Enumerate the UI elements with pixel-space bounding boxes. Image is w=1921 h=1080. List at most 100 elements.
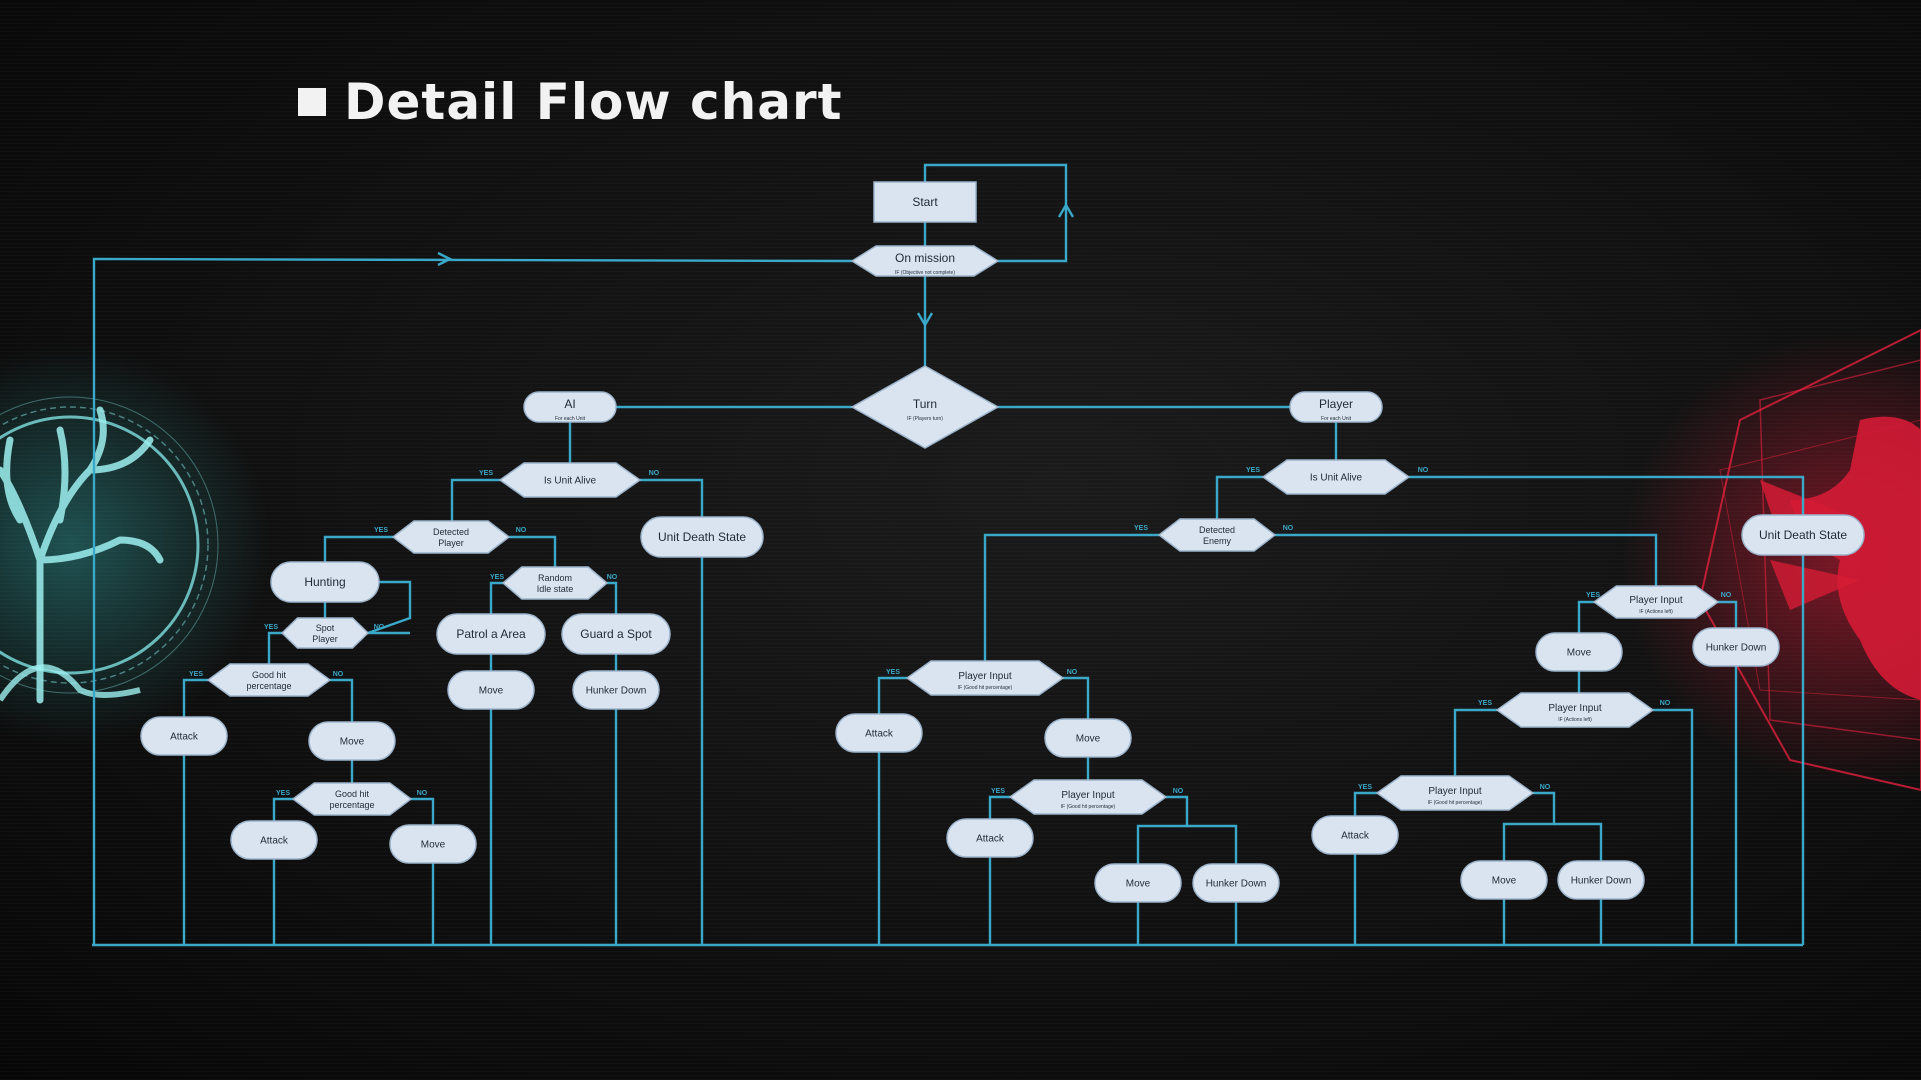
node-label: Is Unit Alive [544, 476, 597, 487]
node-sublabel: For each Unit [555, 416, 586, 422]
node-label: Attack [976, 834, 1005, 845]
node-pl-alive: Is Unit Alive [1261, 459, 1411, 495]
node-pl-move3: Move [1535, 632, 1623, 672]
node-pl-hunker4: Hunker Down [1557, 860, 1645, 900]
branch-label-yes: YES [189, 671, 203, 678]
node-label: Start [912, 195, 938, 209]
node-label: AI [564, 397, 575, 411]
node-label: Move [1076, 734, 1101, 745]
flowchart-connectors [92, 163, 1805, 947]
node-pl-input-actions2: Player Input IF (Actions left) [1495, 692, 1655, 728]
node-label: Player Input [1061, 790, 1115, 801]
node-sublabel: IF (Actions left) [1639, 609, 1673, 615]
branch-label-yes: YES [1586, 592, 1600, 599]
node-label: Player Input [1629, 595, 1683, 606]
node-pl-move4: Move [1460, 860, 1548, 900]
branch-label-yes: YES [1478, 700, 1492, 707]
node-sublabel: IF (Objective not complete) [895, 270, 955, 276]
branch-label-no: NO [516, 527, 527, 534]
branch-label-no: NO [1283, 525, 1294, 532]
node-label: Player Input [1548, 703, 1602, 714]
node-label-line2: Idle state [537, 584, 574, 594]
branch-label-no: NO [1660, 700, 1671, 707]
branch-label-no: NO [417, 790, 428, 797]
branch-label-no: NO [374, 624, 385, 631]
node-label: Attack [260, 836, 289, 847]
branch-label-yes: YES [1134, 525, 1148, 532]
node-label-line2: percentage [246, 681, 291, 691]
branch-label-yes: YES [886, 669, 900, 676]
node-pl-death: Unit Death State [1741, 514, 1865, 556]
flowchart-nodes: Start On mission IF (Objective not complet… [140, 181, 1865, 903]
node-pl-move1: Move [1044, 718, 1132, 758]
node-label: Hunker Down [1706, 643, 1767, 654]
node-ai: AI For each Unit [523, 391, 617, 423]
node-label: Turn [913, 397, 937, 411]
node-sublabel: IF (Good hit percentage) [1061, 804, 1116, 810]
node-start: Start [873, 181, 977, 223]
node-label: Detected [1199, 525, 1235, 535]
node-ai-move2: Move [389, 824, 477, 864]
node-patrol: Patrol a Area [436, 613, 546, 655]
node-sublabel: For each Unit [1321, 416, 1352, 422]
branch-label-yes: YES [1358, 784, 1372, 791]
node-pl-input-actions: Player Input IF (Actions left) [1592, 585, 1720, 619]
branch-label-yes: YES [479, 470, 493, 477]
node-label: Attack [1341, 831, 1370, 842]
node-label: Guard a Spot [580, 627, 652, 641]
node-label: Move [421, 840, 446, 851]
node-pl-move2: Move [1094, 863, 1182, 903]
node-label: Attack [170, 732, 199, 743]
branch-label-no: NO [1721, 592, 1732, 599]
node-label: Hunker Down [1206, 879, 1267, 890]
node-guard: Guard a Spot [561, 613, 671, 655]
node-label: Hunting [304, 575, 345, 589]
node-ai-attack2: Attack [230, 820, 318, 860]
branch-label-yes: YES [991, 788, 1005, 795]
node-label: Good hit [252, 670, 287, 680]
node-guard-hunker: Hunker Down [572, 670, 660, 710]
red-bird-emblem-icon [1620, 328, 1921, 792]
node-label-line2: Player [438, 538, 464, 548]
branch-label-no: NO [1418, 467, 1429, 474]
node-pl-attack1: Attack [835, 713, 923, 753]
branch-label-no: NO [1173, 788, 1184, 795]
node-label: Patrol a Area [456, 627, 526, 641]
node-label-line2: Enemy [1203, 536, 1232, 546]
node-pl-attack2: Attack [946, 818, 1034, 858]
tree-emblem-icon [0, 345, 270, 745]
node-label: Move [1492, 876, 1517, 887]
node-label: Move [1126, 879, 1151, 890]
node-ai-death: Unit Death State [640, 516, 764, 558]
title-bullet-icon [298, 88, 326, 116]
node-pl-hunker3: Hunker Down [1692, 627, 1780, 667]
branch-label-yes: YES [1246, 467, 1260, 474]
node-label: On mission [895, 251, 955, 265]
node-sublabel: IF (Players turn) [907, 416, 943, 422]
node-patrol-move: Move [447, 670, 535, 710]
node-hunting: Hunting [270, 561, 380, 603]
node-sublabel: IF (Actions left) [1558, 717, 1592, 723]
node-label: Good hit [335, 789, 370, 799]
node-pl-attack3: Attack [1311, 815, 1399, 855]
branch-label-yes: YES [490, 574, 504, 581]
branch-labels: YES NO YES NO YES NO YES NO YES NO YES NO YES NO YES NO… [189, 467, 1732, 797]
node-label: Player [1319, 397, 1353, 411]
node-label: Spot [316, 623, 335, 633]
node-label: Move [340, 737, 365, 748]
branch-label-yes: YES [374, 527, 388, 534]
node-pl-input-hit2: Player Input IF (Good hit percentage) [1008, 779, 1168, 815]
node-pl-hunker2: Hunker Down [1192, 863, 1280, 903]
node-ai-move1: Move [308, 721, 396, 761]
page-title: Detail Flow chart [298, 72, 843, 132]
branch-label-no: NO [607, 574, 618, 581]
node-label: Attack [865, 729, 894, 740]
node-turn: Turn IF (Players turn) [850, 365, 1000, 449]
node-label-line2: Player [312, 634, 338, 644]
